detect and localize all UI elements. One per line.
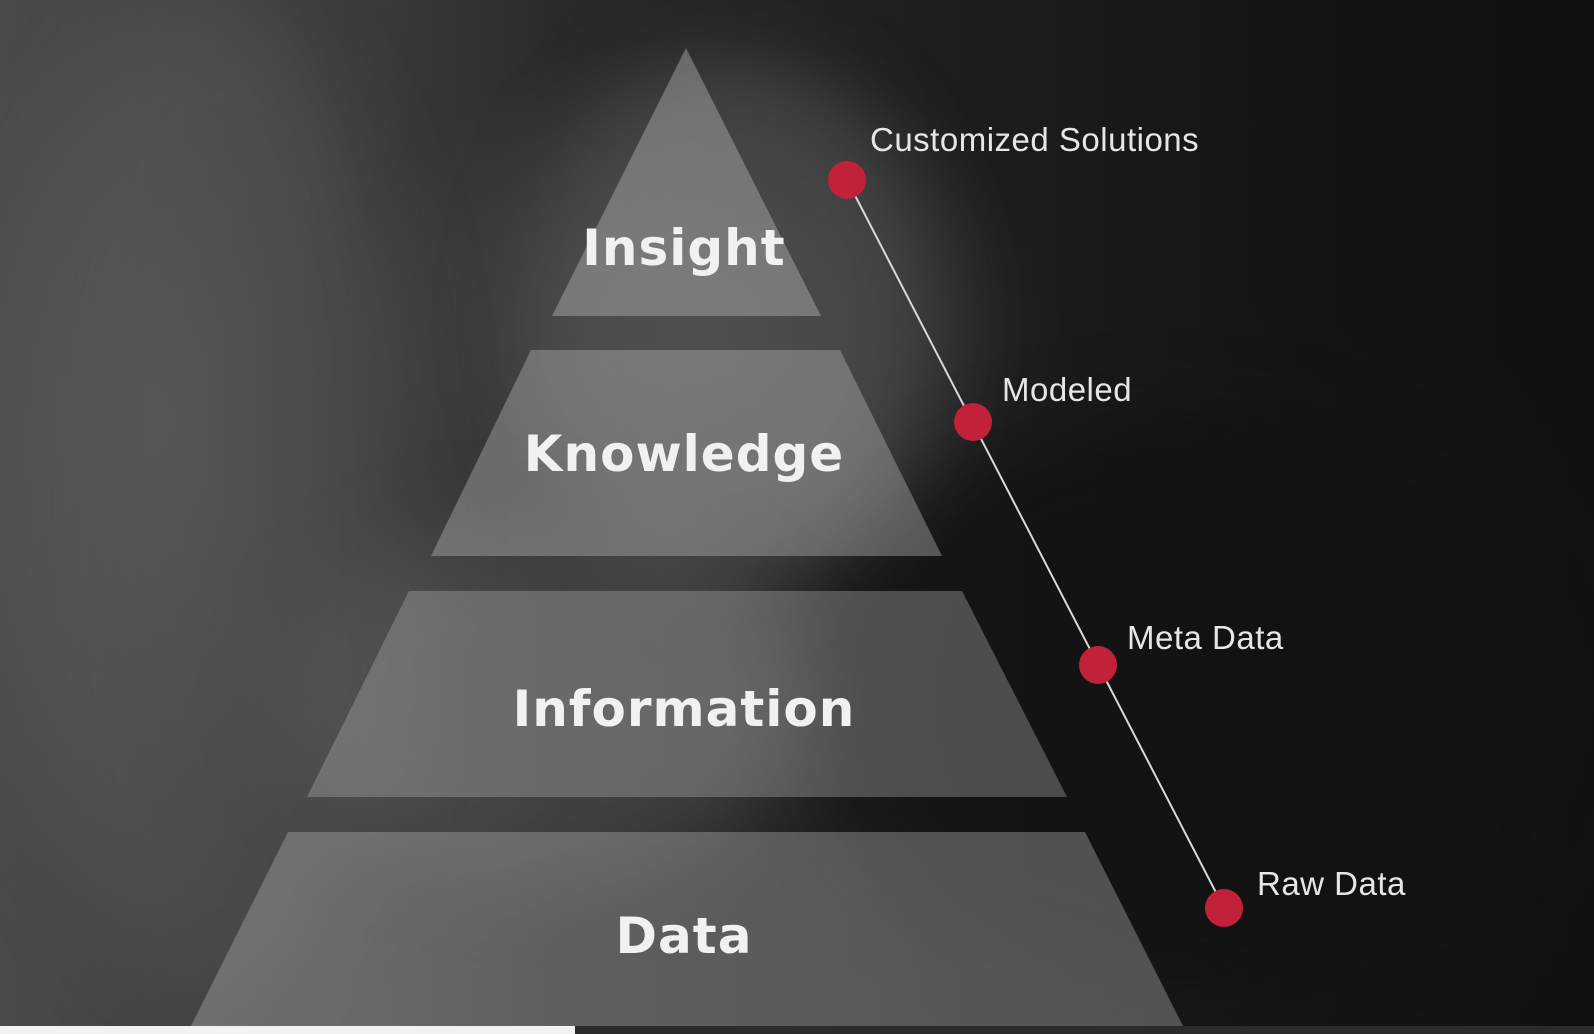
stage-marker-meta-data — [1079, 646, 1117, 684]
stage-label-customized-solutions: Customized Solutions — [870, 121, 1199, 158]
stage-marker-modeled — [954, 403, 992, 441]
pyramid-tier-label: Data — [616, 907, 753, 965]
pyramid: Insight Knowledge Information Data — [191, 48, 1183, 1026]
timeline-connector-line — [846, 179, 1225, 909]
video-progress-bar — [0, 1026, 1594, 1034]
stage-label-raw-data: Raw Data — [1257, 865, 1406, 902]
pyramid-tier-information — [307, 591, 1067, 797]
stage-timeline: Customized Solutions Modeled Meta Data R… — [828, 121, 1406, 927]
stage-marker-raw-data — [1205, 889, 1243, 927]
video-progress-remaining — [575, 1026, 1594, 1034]
pyramid-tier-label: Insight — [582, 219, 785, 277]
stage-label-modeled: Modeled — [1002, 371, 1132, 408]
pyramid-tier-knowledge — [431, 350, 942, 556]
stage-marker-customized-solutions — [828, 161, 866, 199]
pyramid-tier-data — [191, 832, 1183, 1026]
background-figure-shoulder — [820, 420, 1520, 980]
background-wall — [0, 0, 420, 1000]
pyramid-tier-label: Knowledge — [524, 425, 844, 483]
stage-label-meta-data: Meta Data — [1127, 619, 1284, 656]
pyramid-tier-insight — [552, 48, 821, 316]
background-hands — [280, 520, 800, 880]
background-figure-head — [520, 60, 940, 580]
pyramid-tier-label: Information — [513, 680, 856, 738]
